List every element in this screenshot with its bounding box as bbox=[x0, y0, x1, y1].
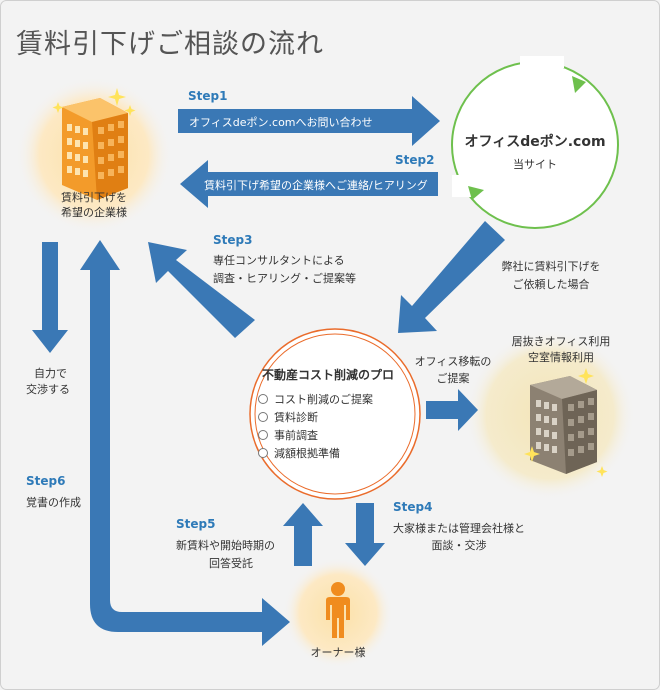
ofice-name: オフィスdeポン.com bbox=[464, 134, 606, 150]
client-label-line1: 賃料引下げを bbox=[61, 191, 127, 204]
bullet-icon bbox=[258, 448, 268, 458]
vacancy-line2: 空室情報利用 bbox=[528, 351, 594, 364]
self-line2: 交渉する bbox=[26, 383, 70, 396]
self-arrow bbox=[32, 242, 68, 353]
step2-text: 賃料引下げ希望の企業様へご連絡/ヒアリング bbox=[204, 179, 428, 192]
step1-text: オフィスdeポン.comへお問い合わせ bbox=[189, 116, 373, 129]
step3-line2: 調査・ヒアリング・ご提案等 bbox=[213, 272, 356, 285]
page-title: 賃料引下げご相談の流れ bbox=[16, 29, 324, 60]
pro-title: 不動産コスト削減のプロ bbox=[262, 368, 395, 382]
vacancy-building-icon bbox=[524, 368, 608, 477]
step4-label: Step4 bbox=[393, 500, 433, 514]
bullet-icon bbox=[258, 412, 268, 422]
request-arrow bbox=[398, 221, 505, 333]
step5-line1: 新賃料や開始時期の bbox=[176, 539, 275, 552]
step3-arrow bbox=[148, 242, 255, 338]
relocation-line2: ご提案 bbox=[436, 372, 470, 385]
step4-arrow bbox=[345, 503, 385, 566]
client-label-line2: 希望の企業様 bbox=[61, 206, 127, 219]
step2-arrow bbox=[180, 160, 438, 208]
step5-label: Step5 bbox=[176, 517, 216, 531]
pro-item-text: 減額根拠準備 bbox=[274, 447, 340, 460]
self-line1: 自力で bbox=[34, 367, 67, 380]
ofice-circle bbox=[451, 56, 619, 229]
pro-item-text: 賃料診断 bbox=[274, 411, 318, 424]
step1-label: Step1 bbox=[188, 89, 228, 103]
vacancy-line1: 居抜きオフィス利用 bbox=[511, 335, 611, 348]
pro-circle bbox=[249, 328, 421, 500]
owner-person-icon bbox=[326, 582, 350, 638]
step4-line2: 面談・交渉 bbox=[431, 539, 487, 552]
relocation-arrow bbox=[426, 389, 478, 431]
step6-text: 覚書の作成 bbox=[26, 496, 81, 509]
pro-item-1: コスト削減のご提案 bbox=[258, 392, 373, 407]
pro-item-4: 減額根拠準備 bbox=[258, 446, 340, 461]
ofice-sub: 当サイト bbox=[513, 158, 557, 171]
step2-label: Step2 bbox=[395, 153, 435, 167]
step5-line2: 回答受託 bbox=[209, 557, 253, 570]
step3-line1: 専任コンサルタントによる bbox=[213, 254, 345, 267]
client-building-icon bbox=[52, 88, 136, 200]
bullet-icon bbox=[258, 430, 268, 440]
bullet-icon bbox=[258, 394, 268, 404]
step3-label: Step3 bbox=[213, 233, 253, 247]
pro-item-text: 事前調査 bbox=[274, 429, 318, 442]
step5-arrow bbox=[283, 503, 323, 566]
request-line2: ご依頼した場合 bbox=[512, 278, 590, 291]
step4-line1: 大家様または管理会社様と bbox=[393, 522, 525, 535]
request-line1: 弊社に賃料引下げを bbox=[501, 260, 601, 273]
step6-label: Step6 bbox=[26, 474, 66, 488]
pro-item-text: コスト削減のご提案 bbox=[274, 393, 373, 406]
pro-item-3: 事前調査 bbox=[258, 428, 318, 443]
step6-arrow bbox=[80, 240, 290, 646]
owner-label: オーナー様 bbox=[310, 646, 366, 659]
pro-item-2: 賃料診断 bbox=[258, 410, 318, 425]
client-label: 賃料引下げを 希望の企業様 bbox=[44, 190, 144, 220]
relocation-line1: オフィス移転の bbox=[414, 355, 492, 368]
step1-arrow bbox=[178, 96, 440, 146]
